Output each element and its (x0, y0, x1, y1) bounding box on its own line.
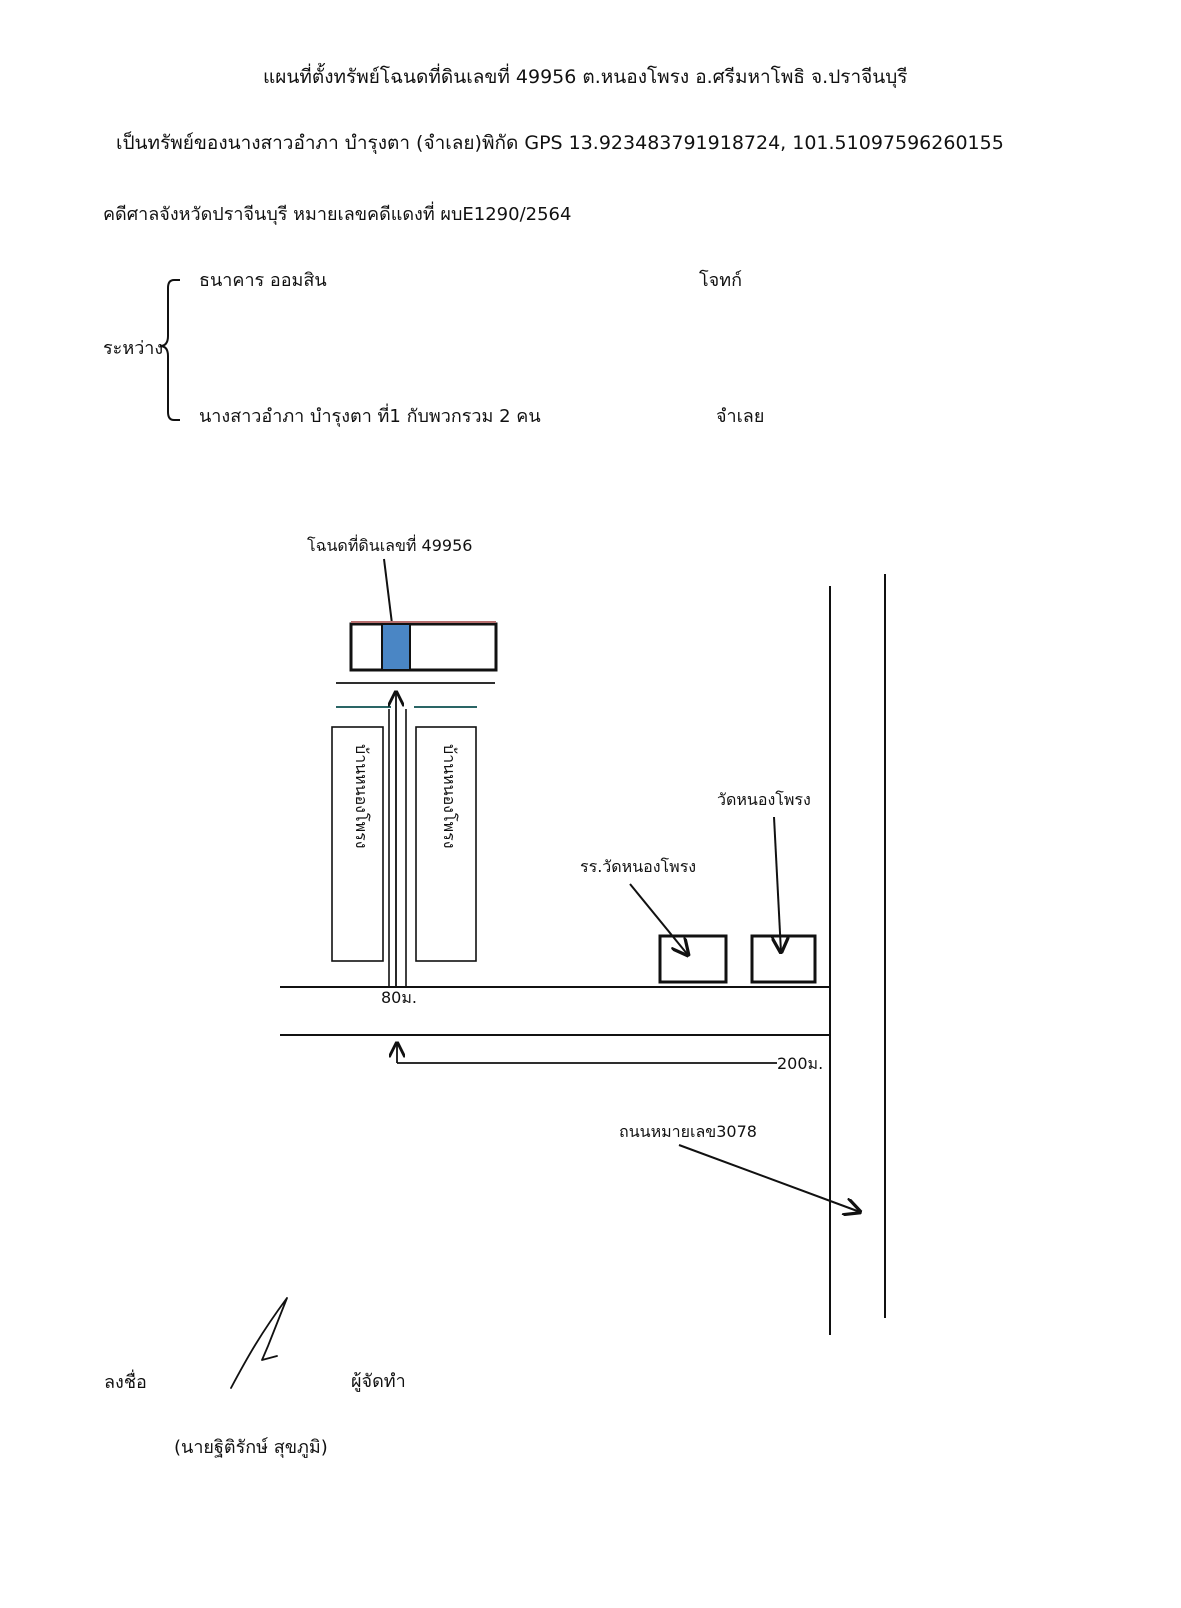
village-label-right: บ้านหนองโพรง (440, 744, 459, 849)
preparer-label: ผู้จัดทำ (351, 1371, 406, 1392)
village-label-left: บ้านหนองโพรง (352, 744, 371, 849)
road-3078-label: ถนนหมายเลข3078 (619, 1122, 757, 1141)
school-building (658, 934, 728, 984)
school-label: รร.วัดหนองโพรง (580, 857, 696, 876)
signature-mark (230, 1297, 288, 1389)
temple-building (750, 934, 817, 984)
village-block-right (415, 726, 477, 962)
road-3078-arrow (678, 1144, 860, 1212)
temple-arrow (774, 816, 781, 952)
temple-label: วัดหนองโพรง (717, 790, 811, 809)
owner-gps-line: เป็นทรัพย์ของนางสาวอำภา บำรุงตา (จำเลย)พ… (116, 132, 1004, 154)
signer-name: (นายฐิติรักษ์ สุขภูมิ) (174, 1437, 328, 1458)
plaintiff-role: โจทก์ (699, 270, 742, 291)
defendant-role: จำเลย (716, 406, 765, 427)
document-title: แผนที่ตั้งทรัพย์โฉนดที่ดินเลขที่ 49956 ต… (263, 66, 908, 88)
between-label: ระหว่าง (103, 338, 164, 359)
village-block-left (331, 726, 384, 962)
court-case-line: คดีศาลจังหวัดปราจีนบุรี หมายเลขคดีแดงที่… (103, 204, 572, 225)
highlighted-deed-parcel (381, 623, 411, 671)
defendant-name: นางสาวอำภา บำรุงตา ที่1 กับพวกรวม 2 คน (199, 406, 541, 427)
parties-bracket (159, 279, 180, 421)
distance-200m-label: 200ม. (777, 1054, 823, 1073)
school-arrow (629, 883, 688, 955)
deed-label: โฉนดที่ดินเลขที่ 49956 (307, 534, 472, 555)
plaintiff-name: ธนาคาร ออมสิน (199, 270, 327, 291)
land-plot-outline (349, 622, 498, 672)
distance-80m: 80ม. (381, 988, 417, 1007)
sign-label: ลงชื่อ (104, 1372, 147, 1393)
